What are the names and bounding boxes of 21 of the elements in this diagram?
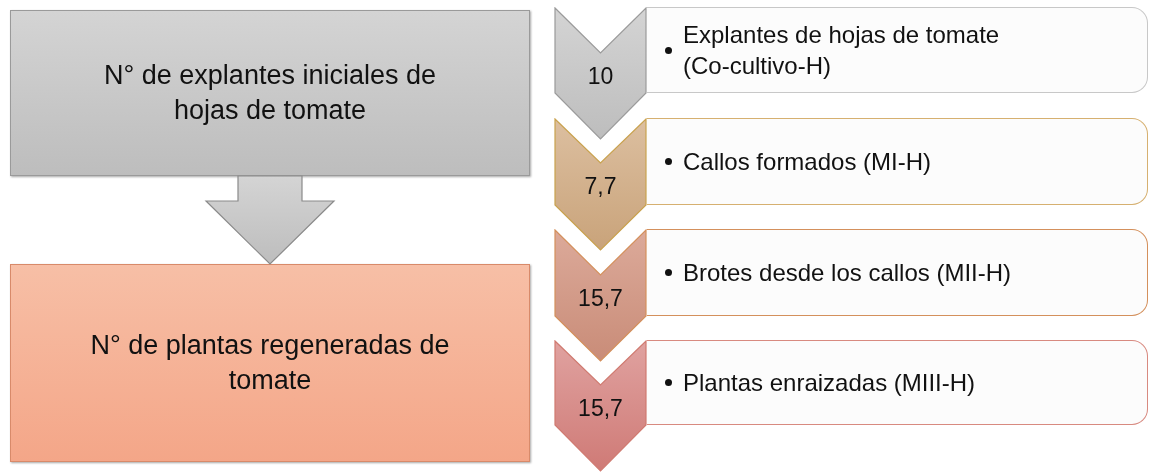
value-text: 10 bbox=[587, 63, 614, 90]
block-arrow bbox=[204, 175, 336, 265]
value-text: 15,7 bbox=[578, 285, 623, 312]
chevron-shape bbox=[554, 118, 647, 251]
list-box bbox=[647, 118, 1148, 205]
chevron-shape bbox=[554, 340, 647, 472]
box-text: N° de plantas regeneradas de tomate bbox=[89, 328, 451, 397]
process-box bbox=[10, 264, 530, 462]
list-box bbox=[647, 7, 1148, 93]
chevron-shape bbox=[554, 229, 647, 362]
value-text: 7,7 bbox=[584, 173, 617, 200]
chevron-shape bbox=[554, 7, 647, 140]
list-text: Brotes desde los callos (MII-H) bbox=[683, 257, 1012, 288]
list-box bbox=[647, 340, 1148, 425]
box-text: N° de explantes iniciales de hojas de tomate bbox=[103, 58, 437, 127]
process-box bbox=[10, 10, 530, 176]
list-text: Explantes de hojas de tomate (Co-cultivo-H) bbox=[683, 19, 1001, 81]
list-box bbox=[647, 229, 1148, 316]
value-text: 15,7 bbox=[578, 395, 623, 422]
list-text: Plantas enraizadas (MIII-H) bbox=[683, 367, 976, 398]
list-text: Callos formados (MI-H) bbox=[683, 146, 932, 177]
